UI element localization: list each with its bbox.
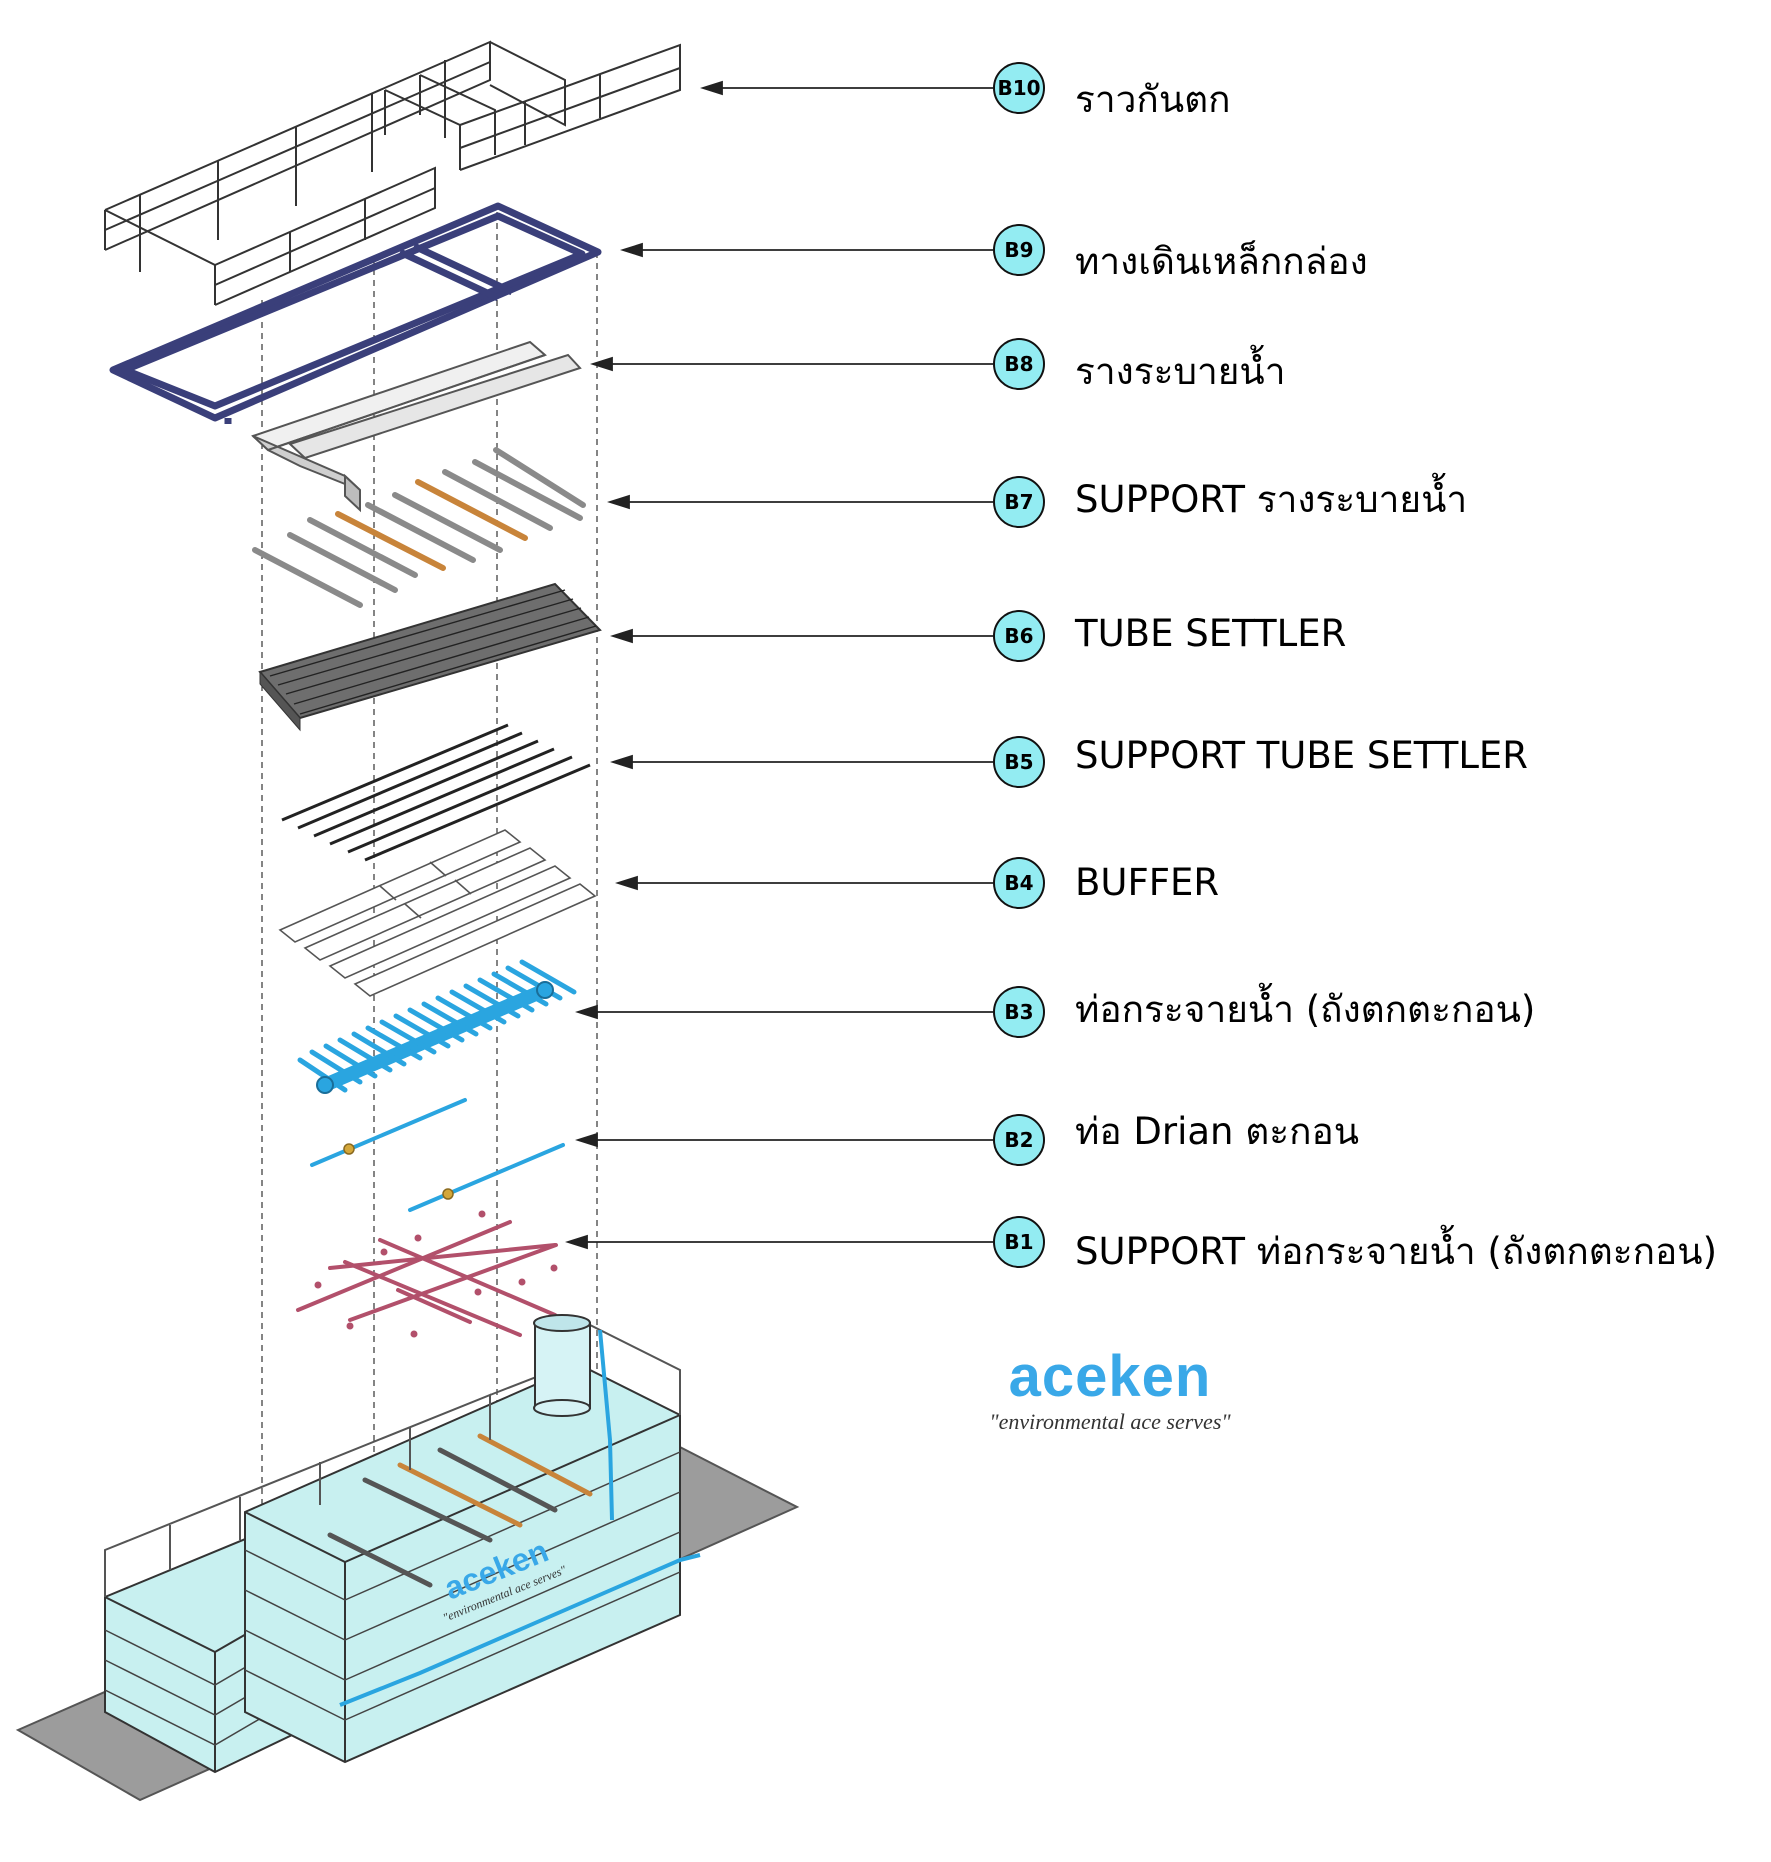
badge-b5: B5 (993, 736, 1045, 788)
badge-b8: B8 (993, 338, 1045, 390)
brand-tagline: "environmental ace serves" (989, 1409, 1231, 1434)
badge-b2: B2 (993, 1114, 1045, 1166)
callout-arrows (565, 80, 993, 1250)
railing-layer-b10 (104, 40, 681, 306)
label-b6: TUBE SETTLER (1075, 612, 1347, 655)
label-b1: SUPPORT ท่อกระจายน้ำ (ถังตกตะกอน) (1075, 1230, 1718, 1273)
brand-logo: aceken "environmental ace serves" (980, 1345, 1240, 1435)
tube-settler-layer-b6 (258, 582, 602, 732)
badge-b7: B7 (993, 476, 1045, 528)
label-b7: SUPPORT รางระบายน้ำ (1075, 478, 1468, 521)
buffer-layer-b4 (278, 829, 597, 997)
label-b4: BUFFER (1075, 861, 1220, 904)
drain-pipe-layer-b2 (310, 1098, 565, 1212)
label-b2: ท่อ Drian ตะกอน (1075, 1110, 1360, 1153)
badge-b1: B1 (993, 1216, 1045, 1268)
pipe-support-layer-b1 (296, 1220, 558, 1337)
badge-b4: B4 (993, 857, 1045, 909)
badge-b3: B3 (993, 986, 1045, 1038)
label-b3: ท่อกระจายน้ำ (ถังตกตะกอน) (1075, 988, 1536, 1031)
label-b8: รางระบายน้ำ (1075, 350, 1286, 393)
badge-b10: B10 (993, 62, 1045, 114)
label-b5: SUPPORT TUBE SETTLER (1075, 734, 1529, 777)
tube-settler-support-layer-b5 (281, 723, 591, 862)
pipe-support-bolts (314, 1210, 558, 1338)
channel-supports-layer-b7 (252, 447, 586, 608)
label-b10: ราวกันตก (1075, 78, 1231, 121)
base-tank-assembly: aceken "environmental ace serves" (15, 1314, 800, 1802)
badge-b9: B9 (993, 224, 1045, 276)
alignment-guides (261, 212, 598, 1640)
label-b9: ทางเดินเหล็กกล่อง (1075, 240, 1368, 283)
brand-name: aceken (1008, 1344, 1212, 1409)
walkway-layer-b9 (109, 202, 602, 424)
drainage-channel-layer-b8 (251, 340, 582, 513)
badge-b6: B6 (993, 610, 1045, 662)
distribution-pipe-layer-b3 (297, 959, 577, 1094)
